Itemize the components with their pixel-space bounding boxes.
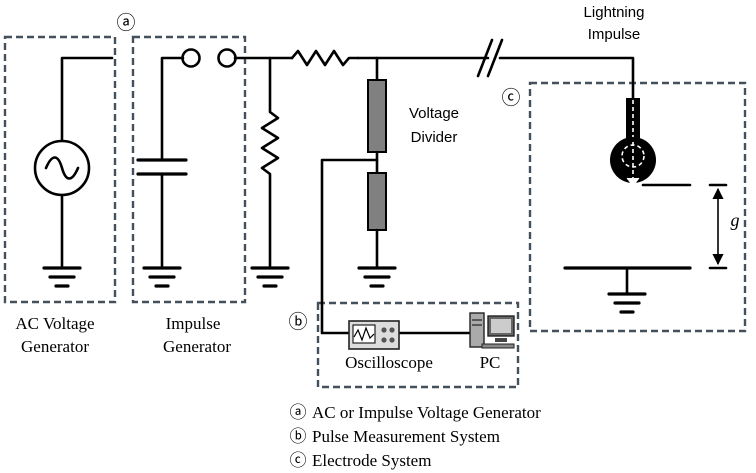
ac-source xyxy=(33,56,114,270)
main-bus-wire xyxy=(498,56,635,100)
oscilloscope-label: Oscilloscope xyxy=(345,353,433,372)
legend-marker-a: ⓐ xyxy=(290,403,307,422)
lightning-impulse-label-line2: Impulse xyxy=(588,26,641,43)
voltage-divider-label-line2: Divider xyxy=(411,129,458,146)
marker-c: ⓒ xyxy=(501,87,520,109)
spark-gap-sphere-right xyxy=(217,48,237,68)
marker-b: ⓑ xyxy=(288,311,307,333)
legend-marker-c: ⓒ xyxy=(290,451,307,470)
ac-generator-label-line1: AC Voltage xyxy=(15,314,94,333)
legend-text-b: Pulse Measurement System xyxy=(312,427,500,446)
legend-text-a: AC or Impulse Voltage Generator xyxy=(312,403,541,422)
ac-generator-label-line2: Generator xyxy=(21,337,89,356)
spark-gap-sphere-left xyxy=(181,48,201,68)
voltage-divider xyxy=(367,56,387,270)
measurement-system-box xyxy=(316,301,520,389)
oscilloscope-icon xyxy=(348,320,400,350)
ground-icon xyxy=(42,266,82,288)
impulse-generator-label-line2: Generator xyxy=(163,337,231,356)
pc-icon xyxy=(469,312,515,349)
wire-break-symbol xyxy=(476,38,504,78)
marker-a: ⓐ xyxy=(116,12,135,34)
ac-generator-box xyxy=(3,35,117,304)
impulse-generator-box xyxy=(131,35,247,304)
ground-icon xyxy=(357,266,397,288)
ground-icon xyxy=(250,266,290,288)
shunt-resistor xyxy=(260,56,280,270)
lightning-impulse-label-line1: Lightning xyxy=(584,4,645,21)
ground-icon xyxy=(142,266,182,288)
series-resistor xyxy=(290,49,360,67)
impulse-capacitor xyxy=(136,56,188,270)
legend-marker-b: ⓑ xyxy=(290,427,307,446)
gap-tick xyxy=(708,183,728,270)
impulse-generator-label-line1: Impulse xyxy=(166,314,221,333)
gap-label: g xyxy=(731,210,740,230)
legend: ⓐ AC or Impulse Voltage Generator ⓑ Puls… xyxy=(290,403,542,470)
signal-line xyxy=(320,158,379,335)
pc-label: PC xyxy=(480,353,501,372)
voltage-divider-label-line1: Voltage xyxy=(409,105,459,122)
legend-text-c: Electrode System xyxy=(312,451,431,470)
ground-icon xyxy=(607,292,647,314)
rod-electrode xyxy=(610,98,656,187)
